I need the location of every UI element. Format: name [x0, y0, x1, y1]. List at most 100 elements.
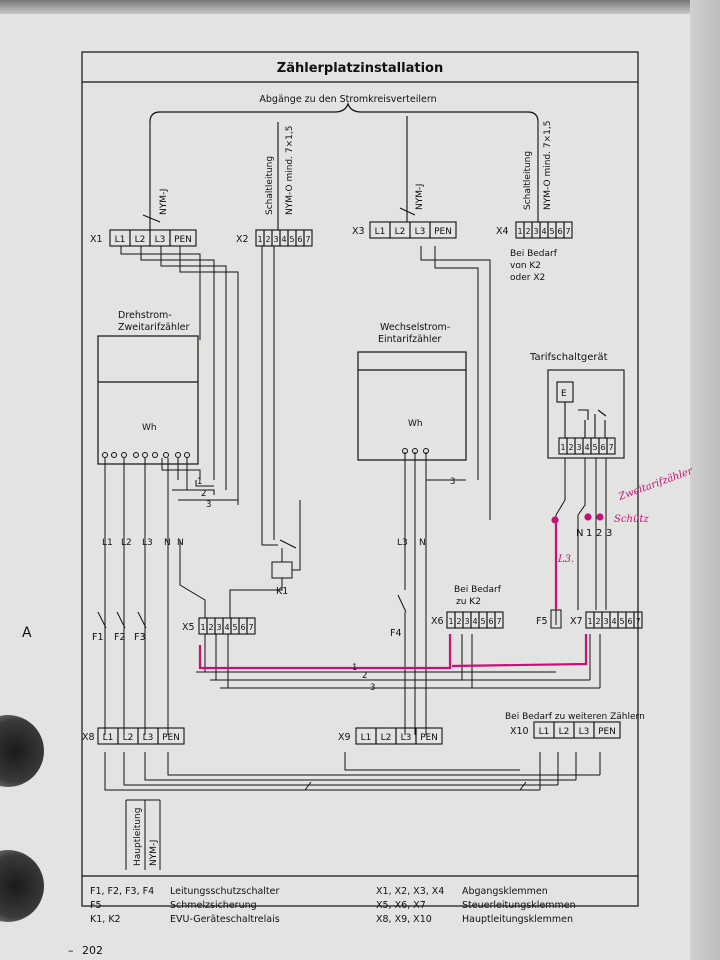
meter3-title-2: Zweitarifzähler: [118, 322, 190, 333]
binder-strip: [0, 0, 690, 14]
terminal-cell-label: 1: [257, 235, 262, 244]
diagram-title: Zählerplatzinstallation: [277, 61, 443, 76]
terminal-cell-label: 7: [635, 617, 640, 626]
wire-l2: L2: [121, 538, 132, 548]
marker-dot: [596, 513, 604, 521]
terminal-cell-label: L3: [415, 227, 426, 237]
meter3-terminal: [133, 452, 139, 458]
terminal-label-x9: X9: [338, 732, 351, 743]
terminal-cell-label: 3: [533, 227, 538, 236]
terminal-cell-label: 4: [281, 235, 286, 244]
relay-label: K1: [276, 586, 288, 597]
outgoing-header: Abgänge zu den Stromkreisverteilern: [259, 94, 436, 105]
terminal-cell: [246, 617, 256, 635]
terminal-cell-label: 5: [549, 227, 554, 236]
meter3-unit: Wh: [142, 423, 157, 433]
terminal-cell-label: 6: [627, 617, 632, 626]
terminal-cell: [593, 721, 621, 739]
tariff-cell: [606, 437, 616, 455]
wire-l3: L3: [142, 538, 153, 548]
legend-cell: Schmelzsicherung: [170, 900, 257, 911]
terminal-cell-label: L1: [539, 727, 550, 737]
terminal-cell-label: L1: [103, 733, 114, 743]
wire-n: N: [164, 538, 171, 548]
legend-cell: X8, X9, X10: [376, 914, 432, 925]
tariff-cell-label: 6: [600, 443, 605, 452]
terminal-cell-label: L3: [143, 733, 154, 743]
terminal-cell-label: L1: [115, 235, 126, 245]
marker-dot: [551, 516, 559, 524]
terminal-cell-label: 2: [456, 617, 461, 626]
wiring: [97, 246, 607, 870]
terminal-cell-label: 6: [297, 235, 302, 244]
sheet-edge: [690, 0, 720, 960]
terminal-cell-label: L3: [155, 235, 166, 245]
x6-note-1: Bei Bedarf: [454, 585, 502, 595]
terminal-cell: [415, 727, 443, 745]
terminal-cell-label: L3: [579, 727, 590, 737]
terminal-cell: [563, 221, 573, 239]
page-number: 202: [82, 944, 103, 957]
terminal-cell-label: 2: [525, 227, 530, 236]
wire-1: 1: [197, 477, 202, 487]
legend-cell: EVU-Geräteschaltrelais: [170, 914, 280, 925]
tariff-cell-label: 3: [576, 443, 581, 452]
terminal-cell: [169, 229, 197, 247]
meter3-terminal: [121, 452, 127, 458]
terminal-cell-label: 1: [200, 623, 205, 632]
terminal-cell-label: 3: [464, 617, 469, 626]
wire-3-meter1: 3: [450, 477, 455, 487]
tariff-n: N: [576, 528, 583, 539]
terminal-cell-label: 7: [248, 623, 253, 632]
x4-note-1: Bei Bedarf: [510, 249, 558, 259]
terminal-cell-label: 1: [517, 227, 522, 236]
handwritten-zweitarif: Zweitarifzähler: [616, 465, 695, 503]
terminal-label-x2: X2: [236, 234, 249, 245]
tariff-3: 3: [606, 528, 612, 539]
relay-k1: [271, 561, 293, 579]
legend-cell: Hauptleitungsklemmen: [462, 914, 573, 925]
tariff-2: 2: [596, 528, 602, 539]
meter1-title-1: Wechselstrom-: [380, 322, 450, 333]
wire-l3-meter1: L3: [397, 538, 408, 548]
tariff-cell-label: 4: [584, 443, 589, 452]
terminal-cell-label: 7: [565, 227, 570, 236]
x10-note: Bei Bedarf zu weiteren Zählern: [505, 712, 645, 722]
terminal-label-x7: X7: [570, 616, 583, 627]
meter1-title-2: Eintarifzähler: [378, 334, 441, 345]
handwritten-schuetz: Schütz: [614, 514, 649, 525]
handwritten-l3: L3.: [557, 554, 574, 565]
terminal-cell-label: 6: [557, 227, 562, 236]
tariff-e-label: E: [561, 389, 567, 399]
terminal-cell-label: 7: [305, 235, 310, 244]
terminal-cell-label: 5: [480, 617, 485, 626]
hauptleitung-cable: NYM-J: [149, 840, 159, 866]
terminal-cell-label: L1: [375, 227, 386, 237]
legend-cell: K1, K2: [90, 914, 121, 925]
terminal-cell-label: 3: [273, 235, 278, 244]
terminal-cell: [429, 221, 457, 239]
terminal-cell: [303, 229, 313, 247]
legend-cell: Steuerleitungsklemmen: [462, 900, 576, 911]
bus-1: 1: [352, 663, 357, 673]
x4-note-3: oder X2: [510, 273, 545, 283]
bus-2: 2: [362, 671, 367, 681]
terminal-cell-label: L2: [395, 227, 406, 237]
single-phase-meter: [357, 351, 467, 461]
terminal-cell-label: 5: [232, 623, 237, 632]
terminal-cell-label: 7: [496, 617, 501, 626]
tariff-cell-label: 1: [560, 443, 565, 452]
fuse-label-f4: F4: [390, 628, 402, 639]
terminal-cell-label: PEN: [174, 235, 192, 245]
wire-l1: L1: [102, 538, 113, 548]
terminal-label-x4: X4: [496, 226, 509, 237]
terminal-cell-label: 1: [448, 617, 453, 626]
terminal-label-x8: X8: [82, 732, 95, 743]
